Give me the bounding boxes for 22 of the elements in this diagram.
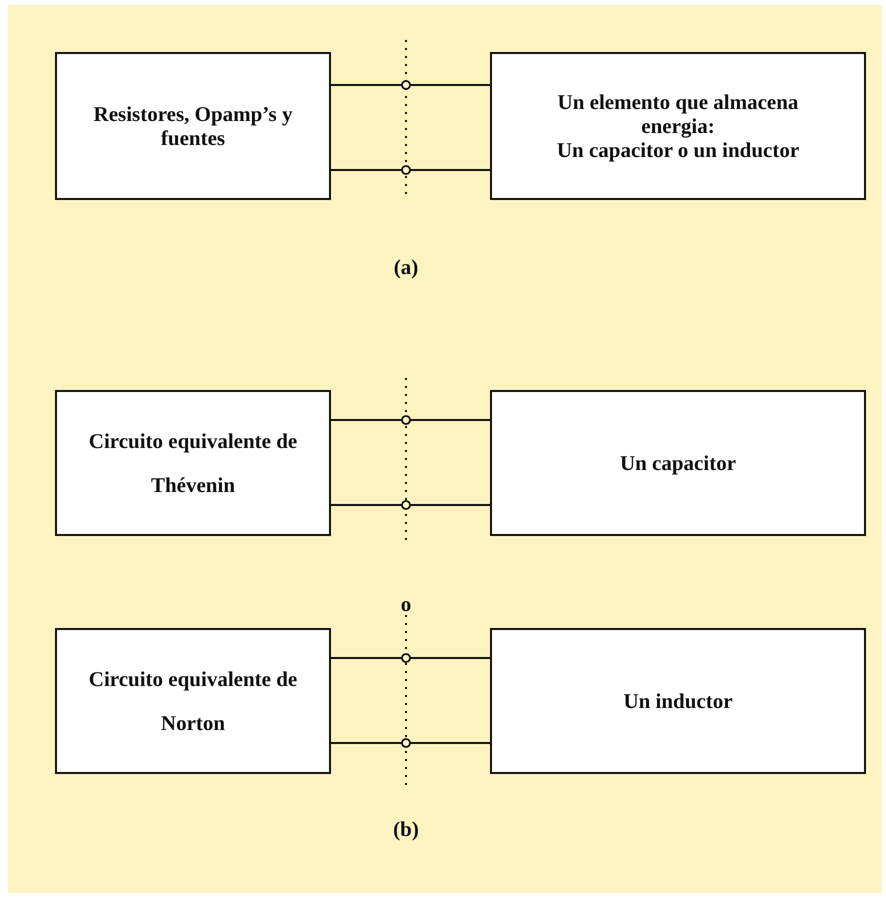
panel-label: (b) (393, 817, 419, 842)
block-text: Circuito equivalente de Norton (88, 666, 298, 737)
block-text: Un inductor (623, 688, 733, 714)
block-box (55, 390, 331, 536)
block-box (490, 628, 866, 774)
wire (331, 419, 490, 421)
wire (331, 504, 490, 506)
wire (331, 84, 490, 86)
block-box (55, 628, 331, 774)
block-text: Circuito equivalente de Thévenin (88, 428, 298, 499)
panel-label: o (400, 592, 412, 617)
block-text: Un capacitor (620, 450, 736, 476)
block-text: Un capacitor o un inductor (556, 138, 800, 162)
block-box (490, 390, 866, 536)
block-text: Resistores, Opamp’s y fuentes (93, 102, 293, 150)
panel-label: (a) (394, 255, 418, 280)
block-box (490, 52, 866, 200)
block-text: Un elemento que almacena energia: (556, 90, 800, 138)
wire (331, 657, 490, 659)
wire (331, 169, 490, 171)
wire (331, 742, 490, 744)
block-box (55, 52, 331, 200)
